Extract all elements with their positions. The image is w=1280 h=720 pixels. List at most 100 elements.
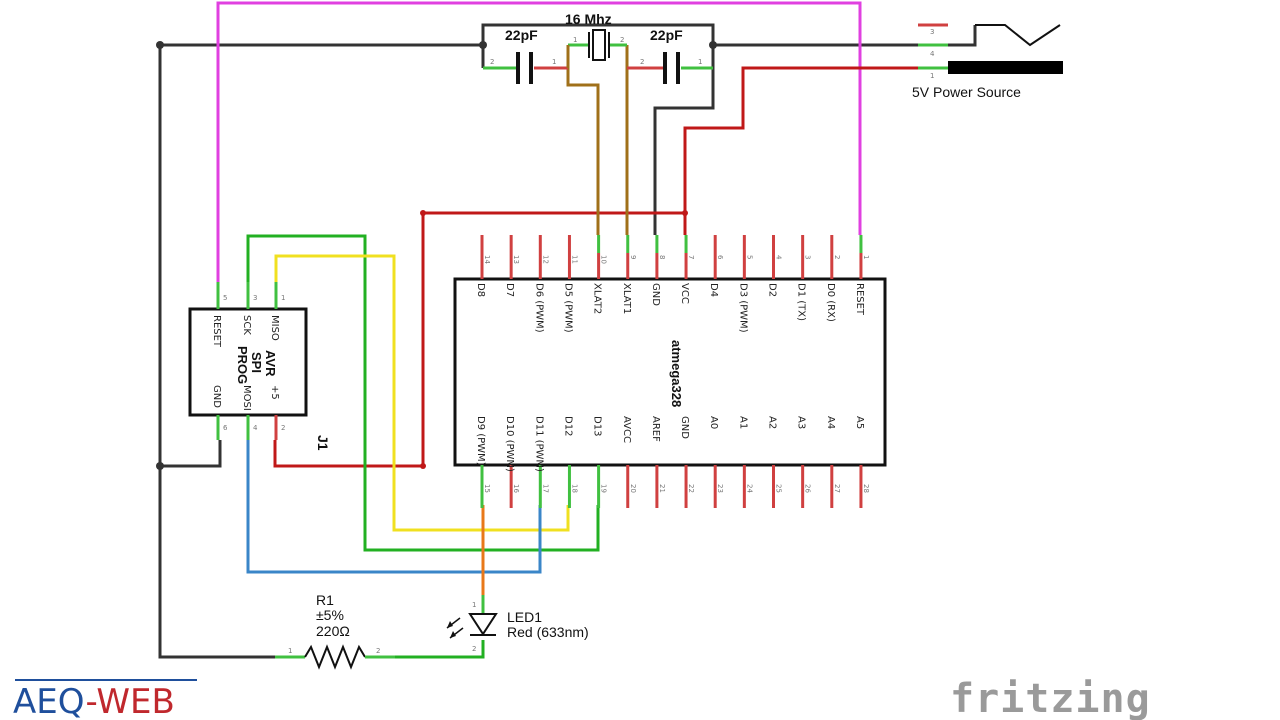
- svg-text:D5 (PWM): D5 (PWM): [562, 283, 573, 333]
- svg-text:12: 12: [541, 255, 549, 264]
- svg-text:2: 2: [376, 647, 380, 655]
- svg-text:D0 (RX): D0 (RX): [825, 283, 836, 322]
- svg-text:20: 20: [629, 484, 637, 493]
- atmega-pin-23: 23 A0: [708, 416, 724, 508]
- junction-dot: [420, 463, 426, 469]
- wire-reset: [216, 1, 862, 295]
- atmega-name: atmega328: [669, 340, 684, 407]
- svg-text:A1: A1: [737, 416, 748, 429]
- svg-text:1: 1: [862, 255, 870, 259]
- svg-text:AVCC: AVCC: [621, 416, 632, 443]
- svg-text:D4: D4: [708, 283, 719, 297]
- svg-text:26: 26: [804, 484, 812, 493]
- svg-text:3: 3: [930, 28, 934, 36]
- avr-title-3: PROG: [235, 346, 250, 384]
- wire-led-resistor: [395, 640, 485, 659]
- svg-text:2: 2: [490, 58, 494, 66]
- svg-text:1: 1: [288, 647, 292, 655]
- svg-text:27: 27: [833, 484, 841, 493]
- svg-text:+5: +5: [269, 385, 280, 400]
- svg-text:1: 1: [930, 72, 934, 80]
- svg-text:A0: A0: [708, 416, 719, 429]
- svg-text:D1 (TX): D1 (TX): [796, 283, 807, 321]
- connector-label-j1: J1: [315, 435, 331, 451]
- svg-text:23: 23: [716, 484, 724, 493]
- svg-text:2: 2: [833, 255, 841, 259]
- fritzing-watermark: fritzing: [950, 676, 1151, 720]
- svg-text:15: 15: [483, 484, 491, 493]
- wire-gnd-chip: [653, 45, 715, 235]
- svg-text:1: 1: [281, 294, 285, 302]
- resistor-value: 220Ω: [316, 623, 350, 639]
- led-name: LED1: [507, 609, 542, 625]
- cap-left-label: 22pF: [505, 27, 538, 43]
- svg-text:D9 (PWM): D9 (PWM): [475, 416, 486, 466]
- svg-text:13: 13: [512, 255, 520, 264]
- svg-text:D13: D13: [592, 416, 603, 436]
- svg-text:D12: D12: [562, 416, 573, 436]
- svg-text:9: 9: [629, 255, 637, 259]
- svg-text:1: 1: [573, 36, 577, 44]
- resistor-r1: 1 2 R1 ±5% 220Ω: [250, 592, 395, 670]
- svg-text:6: 6: [223, 424, 228, 432]
- svg-text:3: 3: [804, 255, 812, 259]
- atmega-pin-4: 4D2: [767, 235, 783, 297]
- svg-text:A5: A5: [854, 416, 865, 429]
- atmega-pin-20: 20 AVCC: [621, 416, 637, 508]
- svg-text:A3: A3: [796, 416, 807, 429]
- svg-text:10: 10: [600, 255, 608, 264]
- svg-text:GND: GND: [679, 416, 690, 439]
- svg-text:22: 22: [687, 484, 695, 493]
- svg-text:2: 2: [620, 36, 624, 44]
- svg-text:21: 21: [658, 484, 666, 493]
- atmega-pin-19: 19 D13: [592, 416, 608, 508]
- svg-text:D2: D2: [767, 283, 778, 297]
- junction-dot: [709, 41, 717, 49]
- svg-text:GND: GND: [650, 283, 661, 306]
- led1: 1 2 LED1 Red (633nm): [446, 595, 589, 653]
- svg-text:18: 18: [570, 484, 578, 493]
- led-description: Red (633nm): [507, 624, 589, 640]
- svg-text:8: 8: [658, 255, 666, 259]
- atmega-pin-28: 28 A5: [854, 416, 870, 508]
- junction-dot: [156, 462, 164, 470]
- wire-gnd-pwr-pin3: [940, 25, 977, 47]
- svg-text:XLAT1: XLAT1: [621, 283, 632, 314]
- aeq-web-logo: AEQ-WEB: [13, 679, 197, 720]
- wire-vcc-power: [683, 66, 940, 235]
- junction-dot: [682, 210, 688, 216]
- avr-title-2: SPI: [249, 352, 264, 373]
- svg-text:A2: A2: [767, 416, 778, 429]
- svg-text:1: 1: [552, 58, 556, 66]
- svg-text:4: 4: [775, 255, 783, 260]
- svg-text:7: 7: [687, 255, 695, 259]
- svg-text:28: 28: [862, 484, 870, 493]
- svg-text:D3 (PWM): D3 (PWM): [737, 283, 748, 333]
- power-source-label: 5V Power Source: [912, 84, 1021, 100]
- wire-xtal2: [566, 45, 600, 235]
- svg-text:D11 (PWM): D11 (PWM): [533, 416, 544, 472]
- svg-text:MOSI: MOSI: [241, 385, 252, 411]
- avr-pin-2: 2+5: [269, 385, 285, 440]
- svg-text:3: 3: [253, 294, 257, 302]
- capacitor-left: 22pF 2 1: [483, 27, 570, 84]
- svg-text:19: 19: [600, 484, 608, 493]
- svg-text:14: 14: [483, 255, 491, 264]
